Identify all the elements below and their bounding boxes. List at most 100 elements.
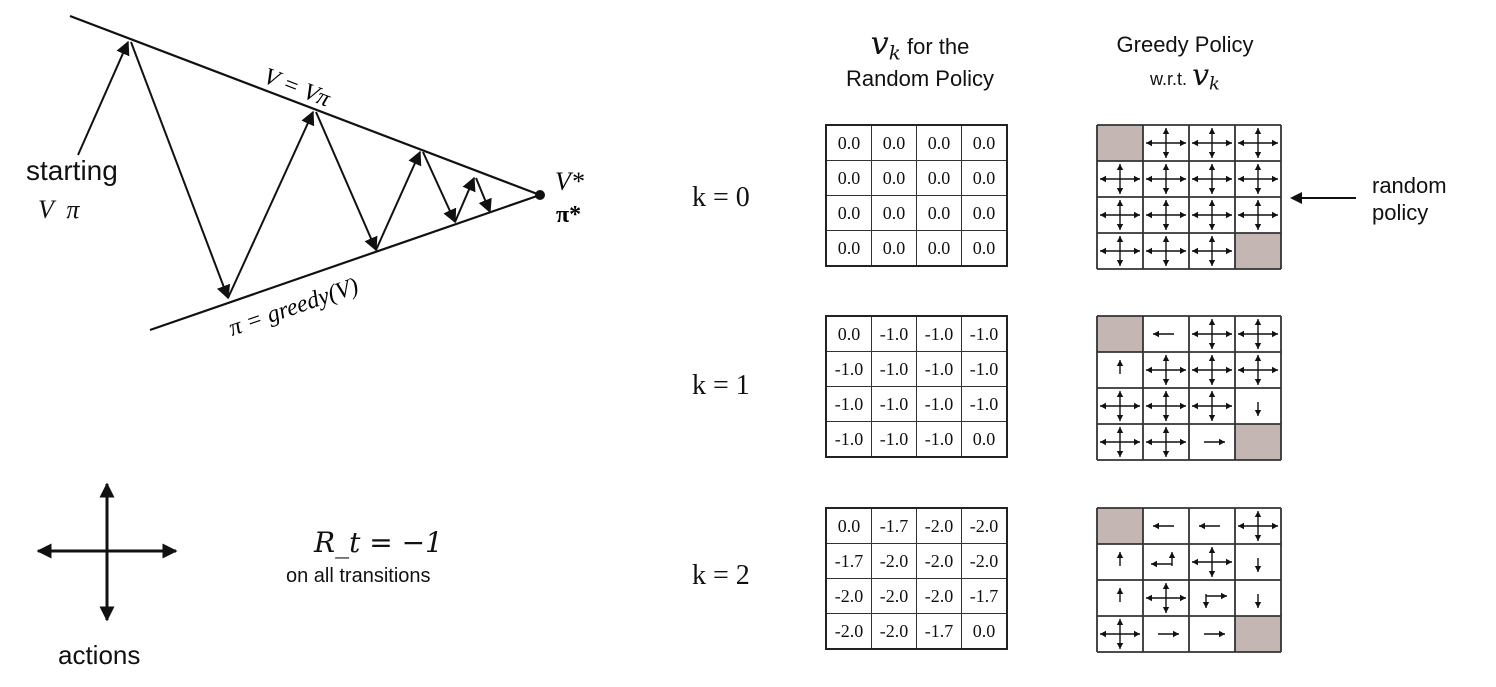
- policy-cell: [1199, 522, 1220, 530]
- policy-cell: [1116, 552, 1124, 566]
- reward-caption: on all transitions: [286, 565, 431, 587]
- policy-cell: [1146, 128, 1186, 158]
- convergence-point: [535, 190, 545, 200]
- k-label-0: k = 0: [692, 182, 750, 213]
- greedy-v-subscript: k: [1209, 73, 1220, 95]
- policy-grid-k2: [1096, 507, 1282, 653]
- policy-cell: [1151, 552, 1176, 568]
- value-table-k1: 0.0-1.0-1.0-1.0 -1.0-1.0-1.0-1.0 -1.0-1.…: [825, 315, 1008, 458]
- terminal-cell: [1235, 233, 1281, 269]
- lower-line-label: π = greedy(V): [225, 273, 361, 342]
- table-row: -2.0-2.0-2.0-1.7: [825, 578, 1008, 614]
- value-table-k2: 0.0-1.7-2.0-2.0 -1.7-2.0-2.0-2.0 -2.0-2.…: [825, 507, 1008, 650]
- policy-cell: [1153, 330, 1174, 338]
- policy-header-prefix: w.r.t.: [1150, 69, 1188, 89]
- policy-grid-lines: [1096, 124, 1282, 270]
- random-policy-arrow-icon: [1290, 192, 1356, 204]
- policy-cell: [1192, 236, 1232, 266]
- terminal-cell: [1235, 424, 1281, 460]
- policy-cell: [1238, 128, 1278, 158]
- policy-cell: [1153, 522, 1174, 530]
- values-header-line2: Random Policy: [846, 66, 994, 92]
- policy-cell: [1192, 319, 1232, 349]
- policy-cell: [1146, 583, 1186, 613]
- policy-cell: [1100, 236, 1140, 266]
- random-policy-note-line1: random: [1372, 173, 1447, 198]
- policy-cell: [1238, 200, 1278, 230]
- value-line: [69, 14, 541, 197]
- policy-grid-k0: [1096, 124, 1282, 270]
- starting-label: starting: [26, 155, 118, 186]
- table-row: -1.0-1.0-1.0-1.0: [825, 386, 1008, 422]
- policy-cell: [1204, 438, 1225, 446]
- policy-cell: [1100, 427, 1140, 457]
- policy-cell: [1116, 360, 1124, 374]
- policy-cell: [1192, 128, 1232, 158]
- policy-cell: [1158, 630, 1179, 638]
- values-header-line1: for the: [906, 34, 970, 59]
- terminal-cell: [1235, 616, 1281, 652]
- upper-line-label: V = Vπ: [260, 63, 335, 112]
- v-symbol: v: [870, 24, 889, 62]
- policy-cell: [1192, 547, 1232, 577]
- policy-cell: [1146, 427, 1186, 457]
- values-column-header: vk for the Random Policy: [820, 24, 1020, 92]
- policy-iteration-diagram: V = Vπ π = greedy(V) V* π* starting V π: [0, 0, 640, 360]
- optimal-value-label: V*: [555, 167, 584, 196]
- policy-cell: [1146, 164, 1186, 194]
- policy-cell: [1192, 355, 1232, 385]
- starting-v-pi-label: V π: [38, 195, 80, 224]
- policy-cell: [1146, 355, 1186, 385]
- policy-cell: [1238, 355, 1278, 385]
- policy-header-line1: Greedy Policy: [1116, 32, 1254, 57]
- iteration-arrows: [77, 40, 492, 300]
- policy-cell: [1100, 164, 1140, 194]
- actions-label: actions: [58, 640, 141, 670]
- policy-cell: [1204, 630, 1225, 638]
- v-subscript: k: [888, 40, 901, 65]
- table-row: -1.0-1.0-1.0-1.0: [825, 351, 1008, 387]
- optimal-policy-label: π*: [556, 202, 581, 228]
- greedy-v-symbol: v: [1192, 58, 1210, 93]
- policy-cell: [1192, 391, 1232, 421]
- reward-formula: R_t = −1: [314, 526, 443, 559]
- random-policy-note: random policy: [1372, 172, 1447, 226]
- k-label-2: k = 2: [692, 560, 750, 591]
- policy-cell: [1238, 164, 1278, 194]
- policy-cell: [1254, 594, 1262, 608]
- k-label-1: k = 1: [692, 370, 750, 401]
- table-row: 0.0-1.0-1.0-1.0: [825, 315, 1008, 352]
- actions-cross-icon: [36, 482, 178, 622]
- greedy-line: [149, 193, 541, 332]
- terminal-cell: [1097, 316, 1143, 352]
- policy-cell: [1202, 592, 1227, 608]
- policy-cell: [1254, 402, 1262, 416]
- policy-cell: [1100, 619, 1140, 649]
- random-policy-note-line2: policy: [1372, 200, 1429, 225]
- policy-cell: [1192, 164, 1232, 194]
- policy-column-header: Greedy Policy w.r.t. vk: [1085, 32, 1285, 95]
- policy-grid-lines: [1096, 507, 1282, 653]
- policy-cell: [1192, 200, 1232, 230]
- policy-cell: [1238, 319, 1278, 349]
- policy-cell: [1100, 200, 1140, 230]
- terminal-cell: [1097, 508, 1143, 544]
- table-row: -1.7-2.0-2.0-2.0: [825, 543, 1008, 579]
- convergence-svg: V = Vπ π = greedy(V) V* π*: [69, 14, 584, 342]
- policy-cell: [1100, 391, 1140, 421]
- terminal-cell: [1097, 125, 1143, 161]
- policy-cell: [1238, 511, 1278, 541]
- policy-grid-k1: [1096, 315, 1282, 461]
- policy-cell: [1254, 558, 1262, 572]
- policy-cell: [1146, 200, 1186, 230]
- policy-cell: [1146, 391, 1186, 421]
- policy-cell: [1116, 588, 1124, 602]
- table-row: 0.0-1.7-2.0-2.0: [825, 507, 1008, 544]
